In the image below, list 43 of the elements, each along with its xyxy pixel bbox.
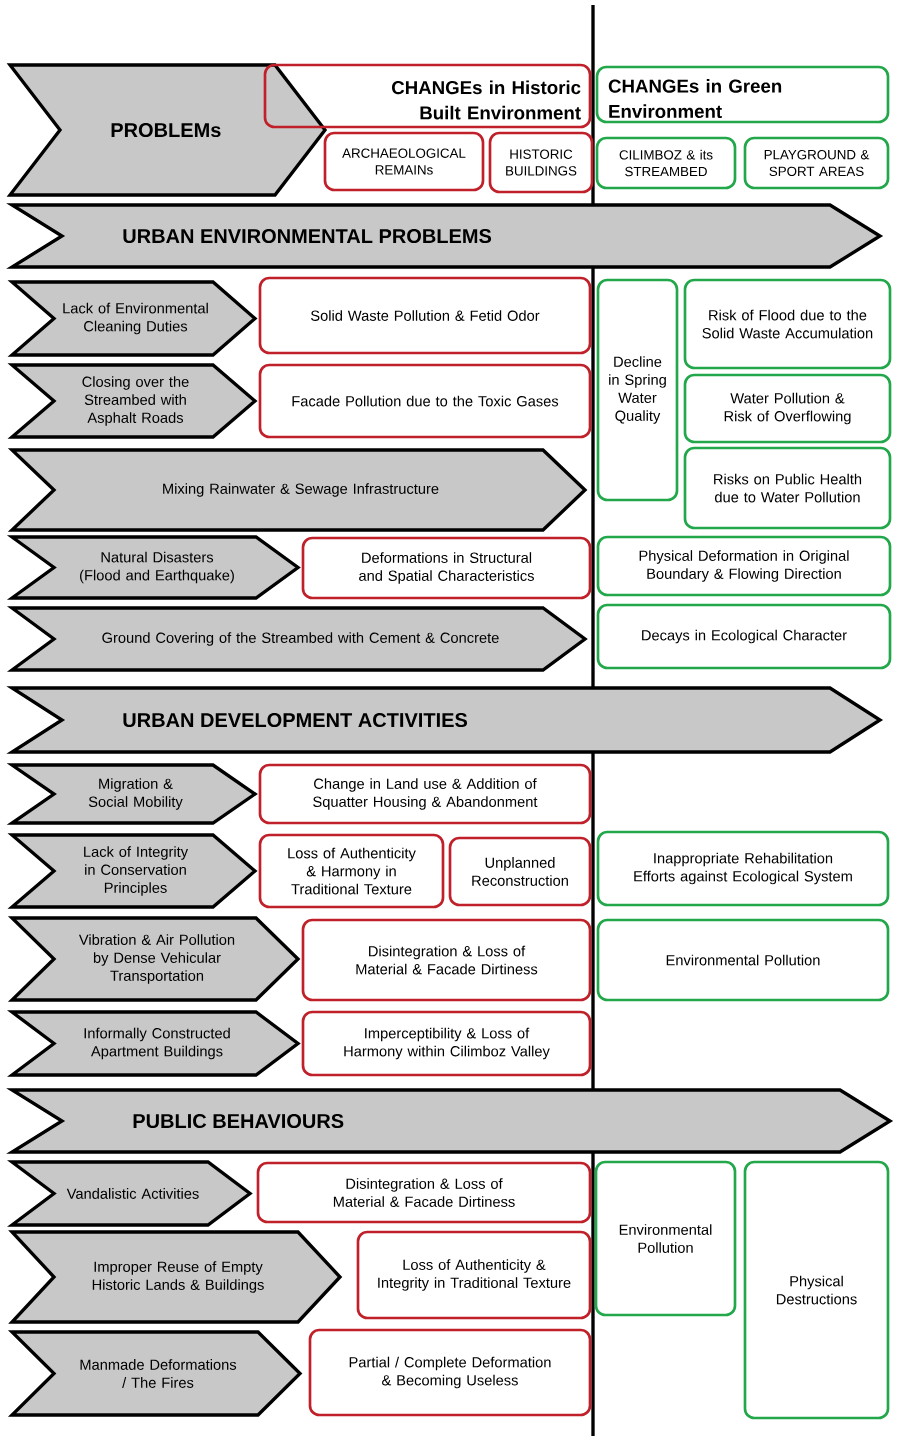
rounded-box: CILIMBOZ & its STREAMBED bbox=[595, 136, 737, 190]
rounded-box: CHANGEs in Green Environment bbox=[595, 65, 890, 124]
rounded-box: Water Pollution & Risk of Overflowing bbox=[683, 373, 892, 444]
rounded-box: PLAYGROUND & SPORT AREAS bbox=[743, 136, 890, 190]
rounded-box: Partial / Complete Deformation & Becoming Useless bbox=[308, 1328, 592, 1417]
rounded-box: Decline in Spring Water Quality bbox=[596, 278, 679, 502]
rounded-box: CHANGEs in Historic Built Environment bbox=[263, 63, 592, 129]
rounded-box: Loss of Authenticity & Harmony in Traditional Texture bbox=[258, 833, 445, 909]
chevron-box: Migration & Social Mobility bbox=[6, 763, 258, 825]
chevron-banner: PROBLEMs bbox=[6, 63, 328, 197]
chevron-box: Manmade Deformations / The Fires bbox=[7, 1330, 303, 1417]
rounded-box: Physical Deformation in Original Boundary & Flowing Direction bbox=[596, 535, 892, 597]
rounded-box: Disintegration & Loss of Material & Facade Dirtiness bbox=[301, 918, 592, 1002]
chevron-banner: URBAN DEVELOPMENT ACTIVITIES bbox=[6, 686, 884, 754]
rounded-box: Physical Destructions bbox=[743, 1160, 890, 1420]
rounded-box: Environmental Pollution bbox=[594, 1160, 737, 1317]
rounded-box: Change in Land use & Addition of Squatter Housing & Abandonment bbox=[258, 763, 592, 825]
rounded-box: HISTORIC BUILDINGS bbox=[488, 131, 594, 194]
chevron-box: Lack of Integrity in Conservation Principles bbox=[7, 833, 258, 909]
chevron-box: Lack of Environmental Cleaning Duties bbox=[7, 280, 258, 357]
chevron-box: Natural Disasters (Flood and Earthquake) bbox=[6, 535, 301, 600]
chevron-box: Ground Covering of the Streambed with Cement & Concrete bbox=[6, 606, 588, 672]
rounded-box: Solid Waste Pollution & Fetid Odor bbox=[258, 276, 592, 355]
rounded-box: ARCHAEOLOGICAL REMAINs bbox=[323, 131, 485, 192]
chevron-box: Mixing Rainwater & Sewage Infrastructure bbox=[7, 448, 588, 532]
rounded-box: Risks on Public Health due to Water Pollution bbox=[683, 446, 892, 530]
rounded-box: Environmental Pollution bbox=[596, 918, 890, 1002]
rounded-box: Risk of Flood due to the Solid Waste Accumulation bbox=[683, 278, 892, 370]
chevron-banner: URBAN ENVIRONMENTAL PROBLEMS bbox=[6, 203, 884, 269]
rounded-box: Imperceptibility & Loss of Harmony within Cilimboz Valley bbox=[301, 1010, 592, 1077]
rounded-box: Disintegration & Loss of Material & Facade Dirtiness bbox=[256, 1161, 592, 1224]
rounded-box: Deformations in Structural and Spatial Characteristics bbox=[301, 536, 592, 600]
rounded-box: Decays in Ecological Character bbox=[596, 603, 892, 670]
rounded-box: Inappropriate Rehabilitation Efforts against Ecological System bbox=[596, 830, 890, 907]
chevron-box: Informally Constructed Apartment Buildings bbox=[7, 1010, 301, 1077]
chevron-box: Improper Reuse of Empty Historic Lands & Buildings bbox=[8, 1230, 343, 1324]
rounded-box: Loss of Authenticity & Integrity in Traditional Texture bbox=[356, 1230, 592, 1320]
chevron-box: Vibration & Air Pollution by Dense Vehicular Transportation bbox=[7, 916, 301, 1002]
rounded-box: Facade Pollution due to the Toxic Gases bbox=[258, 363, 592, 439]
chevron-box: Closing over the Streambed with Asphalt Roads bbox=[7, 363, 258, 439]
rounded-box: Unplanned Reconstruction bbox=[448, 836, 592, 907]
chevron-banner: PUBLIC BEHAVIOURS bbox=[6, 1088, 894, 1154]
chevron-box: Vandalistic Activities bbox=[7, 1160, 253, 1227]
